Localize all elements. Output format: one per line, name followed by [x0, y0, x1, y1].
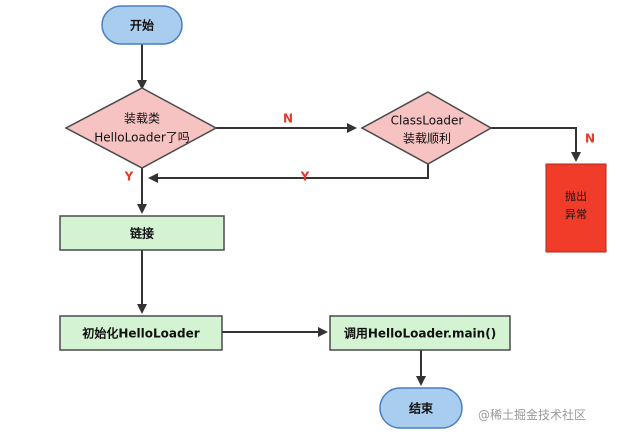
link-label: 链接 [130, 226, 154, 241]
decision-classloader-node: ClassLoader 装载顺利 [360, 91, 493, 165]
init-label: 初始化HelloLoader [82, 326, 199, 341]
exception-node: 抛出 异常 [545, 163, 607, 253]
edge-label-classloader-yes: Y [300, 170, 310, 184]
edges [137, 44, 581, 386]
decision-loaded-label-line1: 装载类 [124, 112, 160, 126]
end-node: 结束 [379, 387, 463, 429]
edge-classloader-yes-back [148, 164, 429, 183]
edge-classloader-to-exception [491, 127, 581, 162]
start-node: 开始 [101, 5, 183, 45]
end-label: 结束 [409, 401, 434, 416]
watermark: @稀土掘金技术社区 [478, 408, 587, 422]
edge-label-loaded-yes: Y [124, 170, 134, 184]
link-node: 链接 [59, 215, 225, 251]
decision-loaded-label-line2: HelloLoader了吗 [94, 131, 190, 145]
decision-loaded-node: 装载类 HelloLoader了吗 [64, 87, 218, 169]
start-label: 开始 [130, 18, 154, 33]
exception-label-line1: 抛出 [565, 189, 587, 203]
decision-classloader-label-line2: 装载顺利 [403, 132, 451, 146]
call-main-label: 调用HelloLoader.main() [344, 327, 496, 341]
edge-label-classloader-no: N [585, 132, 595, 146]
edge-label-loaded-no: N [283, 112, 293, 126]
decision-classloader-label-line1: ClassLoader [391, 114, 464, 128]
call-main-node: 调用HelloLoader.main() [329, 315, 511, 351]
exception-label-line2: 异常 [565, 208, 587, 221]
init-node: 初始化HelloLoader [59, 315, 223, 351]
